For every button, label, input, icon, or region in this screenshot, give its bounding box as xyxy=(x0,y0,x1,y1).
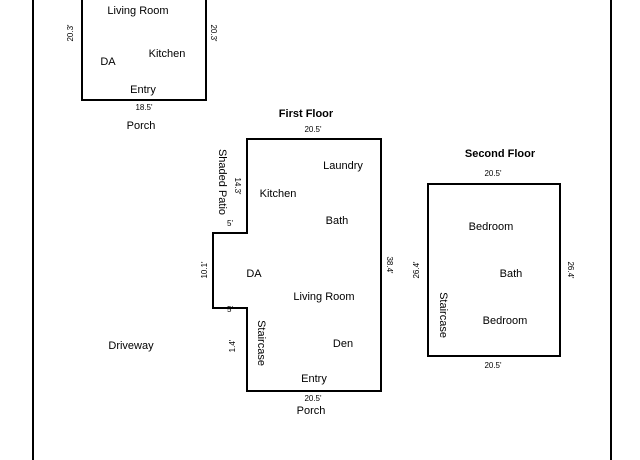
first-floor-walls xyxy=(212,138,382,392)
first-floor-entry-label: Entry xyxy=(301,373,327,385)
left-plan-left-dimension: 20.3' xyxy=(66,24,75,42)
first-floor-notch-top-dimension: 14.3' xyxy=(233,177,242,195)
left-entry-label: Entry xyxy=(130,84,156,96)
left-living-room-label: Living Room xyxy=(107,5,168,17)
first-floor-notch-step-top-dimension: 5' xyxy=(227,219,233,228)
first-floor-bottom-dimension: 20.5' xyxy=(304,394,322,403)
first-floor-staircase-label: Staircase xyxy=(255,320,267,366)
left-plan-walls xyxy=(81,0,207,101)
second-floor-left-dimension: 26.4' xyxy=(412,261,421,279)
left-porch-label: Porch xyxy=(127,120,156,132)
first-floor-notch-bottom-dimension: 1.4' xyxy=(228,339,237,352)
first-floor-living-room-label: Living Room xyxy=(293,291,354,303)
second-floor-bath-label: Bath xyxy=(500,268,523,280)
second-floor-bottom-dimension: 20.5' xyxy=(484,361,502,370)
left-kitchen-label: Kitchen xyxy=(149,48,186,60)
second-floor-right-dimension: 26.4' xyxy=(566,261,575,279)
first-floor-right-dimension: 38.4' xyxy=(385,256,394,274)
first-floor-kitchen-label: Kitchen xyxy=(260,188,297,200)
first-floor-den-label: Den xyxy=(333,338,353,350)
left-plan-right-dimension: 20.3' xyxy=(209,24,218,42)
second-floor-bedroom-bottom-label: Bedroom xyxy=(483,315,528,327)
first-floor-notch-depth-dimension: 10.1' xyxy=(200,261,209,279)
shaded-patio-label: Shaded Patio xyxy=(216,149,228,215)
second-floor-top-dimension: 20.5' xyxy=(484,169,502,178)
first-floor-title: First Floor xyxy=(279,108,334,120)
first-floor-bath-label: Bath xyxy=(326,215,349,227)
second-floor-staircase-label: Staircase xyxy=(437,292,449,338)
second-floor-bedroom-top-label: Bedroom xyxy=(469,221,514,233)
first-floor-da-label: DA xyxy=(246,268,262,280)
first-floor-laundry-label: Laundry xyxy=(323,160,363,172)
driveway-label: Driveway xyxy=(108,340,154,352)
left-plan-bottom-dimension: 18.5' xyxy=(135,103,153,112)
first-floor-top-dimension: 20.5' xyxy=(304,125,322,134)
first-floor-notch-step-bottom-dimension: 5' xyxy=(227,305,233,314)
left-da-label: DA xyxy=(100,56,116,68)
second-floor-title: Second Floor xyxy=(465,148,536,160)
first-floor-porch-label: Porch xyxy=(297,405,326,417)
second-floor-walls xyxy=(427,183,561,357)
